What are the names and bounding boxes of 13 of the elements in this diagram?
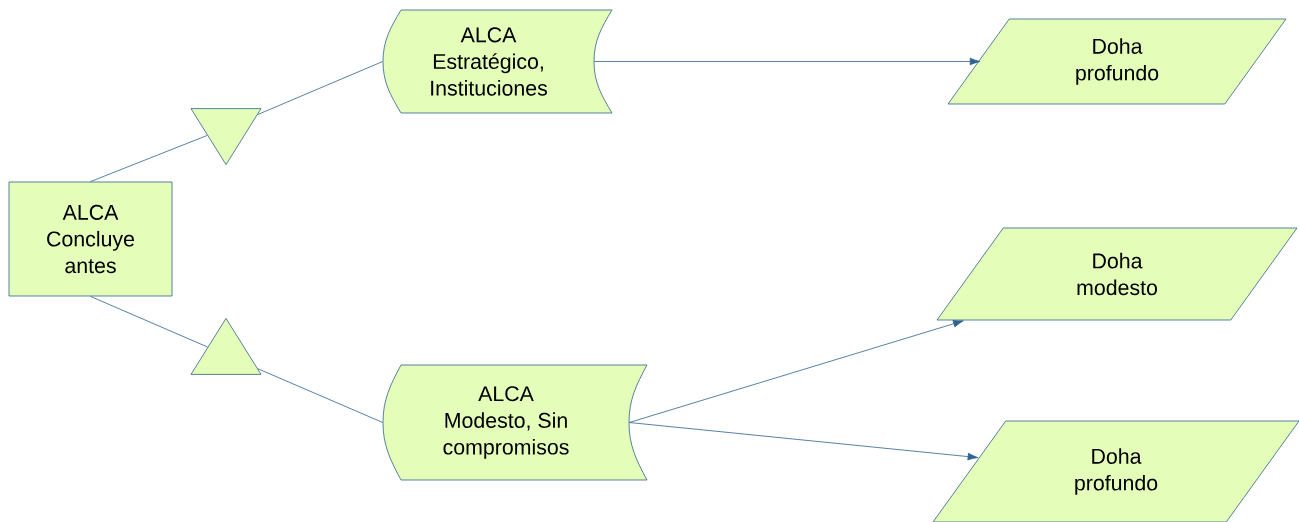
process-box: ALCA Concluye antes	[8, 181, 173, 297]
connector	[90, 135, 208, 182]
extract-triangle	[190, 318, 262, 375]
data-parallelogram: Doha modesto	[936, 227, 1298, 321]
data-parallelogram: Doha profundo	[947, 18, 1287, 105]
connector	[257, 61, 384, 115]
connector	[628, 422, 979, 461]
data-parallelogram: Doha profundo	[932, 420, 1299, 522]
connector	[593, 57, 981, 66]
connector	[257, 368, 384, 423]
merge-triangle	[190, 108, 262, 165]
connector	[628, 320, 964, 423]
connector	[90, 296, 209, 348]
